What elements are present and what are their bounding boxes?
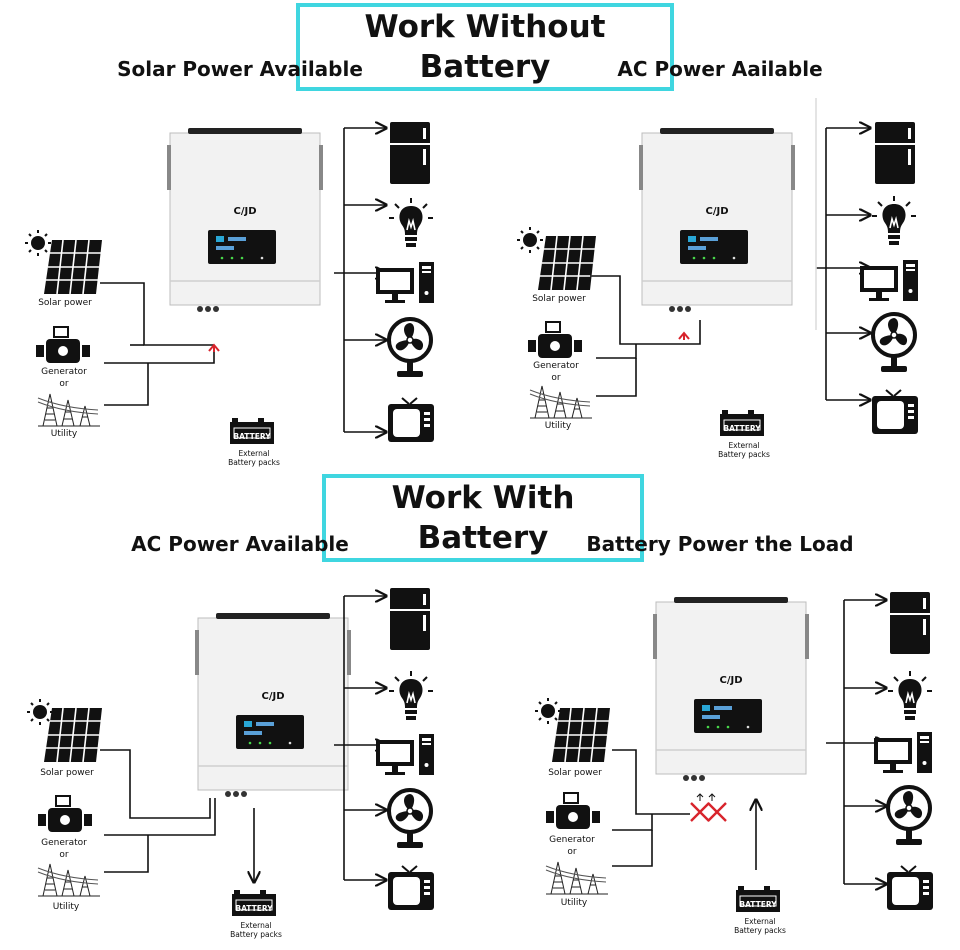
or-label: or bbox=[59, 850, 69, 860]
battery-packs-label: Battery packs bbox=[230, 930, 282, 939]
generator-label: Generator bbox=[549, 835, 595, 845]
computer-icon bbox=[376, 262, 434, 303]
generator-label: Generator bbox=[41, 367, 87, 377]
external-label: External bbox=[240, 921, 272, 930]
panel-4 bbox=[534, 591, 934, 913]
tv-icon bbox=[387, 865, 435, 911]
cross-mark bbox=[208, 344, 220, 353]
inverter-2 bbox=[638, 127, 796, 313]
section-title-without-battery: Work Without Battery bbox=[296, 3, 674, 91]
brand-label: C/JD bbox=[719, 675, 743, 686]
panel-title-ac-aailable: AC Power Aailable bbox=[617, 57, 823, 81]
utility-tower-icon bbox=[37, 863, 101, 897]
generator-icon bbox=[545, 792, 601, 830]
solar-panel-icon bbox=[551, 707, 611, 763]
section-title-with-battery: Work With Battery bbox=[322, 474, 644, 562]
solar-panel-icon bbox=[43, 239, 103, 295]
cross-mark bbox=[706, 801, 728, 823]
sun-icon bbox=[24, 229, 52, 257]
tv-icon bbox=[871, 389, 919, 435]
fridge-icon bbox=[389, 121, 431, 185]
external-label: External bbox=[238, 449, 270, 458]
panel-3 bbox=[26, 587, 435, 917]
fridge-icon bbox=[389, 587, 431, 651]
generator-icon bbox=[527, 321, 583, 359]
utility-tower-icon bbox=[37, 393, 101, 427]
tv-icon bbox=[387, 397, 435, 443]
external-label: External bbox=[728, 441, 760, 450]
panel-1 bbox=[24, 121, 435, 445]
inverter-1 bbox=[166, 127, 324, 313]
utility-tower-icon bbox=[529, 385, 593, 419]
sun-icon bbox=[516, 226, 544, 254]
utility-tower-icon bbox=[545, 861, 609, 895]
solar-label: Solar power bbox=[548, 768, 602, 778]
panel-title-battery-power: Battery Power the Load bbox=[586, 532, 854, 556]
brand-label: C/JD bbox=[233, 206, 257, 217]
battery-packs-label: Battery packs bbox=[228, 458, 280, 467]
external-label: External bbox=[744, 917, 776, 926]
fan-icon bbox=[387, 788, 433, 850]
generator-label: Generator bbox=[533, 361, 579, 371]
utility-label: Utility bbox=[544, 421, 572, 431]
or-label: or bbox=[551, 373, 561, 383]
solar-label: Solar power bbox=[38, 298, 92, 308]
solar-label: Solar power bbox=[532, 294, 586, 304]
generator-label: Generator bbox=[41, 838, 87, 848]
bulb-icon bbox=[887, 670, 933, 721]
cross-mark bbox=[689, 801, 711, 823]
fan-icon bbox=[871, 312, 917, 374]
solar-label: Solar power bbox=[40, 768, 94, 778]
or-label: or bbox=[59, 379, 69, 389]
or-label: or bbox=[567, 847, 577, 857]
fan-icon bbox=[886, 785, 932, 847]
sun-icon bbox=[534, 697, 562, 725]
bulb-icon bbox=[388, 670, 434, 721]
brand-label: C/JD bbox=[261, 691, 285, 702]
battery-text: BATTERY bbox=[739, 900, 777, 909]
bulb-icon bbox=[388, 197, 434, 248]
bulb-icon bbox=[871, 195, 917, 246]
solar-panel-icon bbox=[537, 235, 597, 291]
battery-text: BATTERY bbox=[723, 424, 761, 433]
generator-icon bbox=[35, 326, 91, 364]
tv-icon bbox=[886, 865, 934, 911]
panel-title-ac-available: AC Power Available bbox=[131, 532, 349, 556]
utility-label: Utility bbox=[560, 898, 588, 908]
battery-text: BATTERY bbox=[235, 904, 273, 913]
utility-label: Utility bbox=[50, 429, 78, 439]
computer-icon bbox=[874, 732, 932, 773]
utility-label: Utility bbox=[52, 902, 80, 912]
fridge-icon bbox=[889, 591, 931, 655]
panel-2 bbox=[516, 98, 919, 437]
inverter-4 bbox=[652, 596, 810, 782]
fridge-icon bbox=[874, 121, 916, 185]
generator-icon bbox=[37, 795, 93, 833]
computer-icon bbox=[860, 260, 918, 301]
brand-label: C/JD bbox=[705, 206, 729, 217]
inverter-3 bbox=[194, 612, 352, 798]
sun-icon bbox=[26, 698, 54, 726]
battery-text: BATTERY bbox=[233, 432, 271, 441]
fan-icon bbox=[387, 317, 433, 379]
computer-icon bbox=[376, 734, 434, 775]
panel-title-solar-available: Solar Power Available bbox=[117, 57, 363, 81]
cross-mark bbox=[678, 332, 690, 341]
battery-packs-label: Battery packs bbox=[734, 926, 786, 935]
solar-panel-icon bbox=[43, 707, 103, 763]
battery-packs-label: Battery packs bbox=[718, 450, 770, 459]
